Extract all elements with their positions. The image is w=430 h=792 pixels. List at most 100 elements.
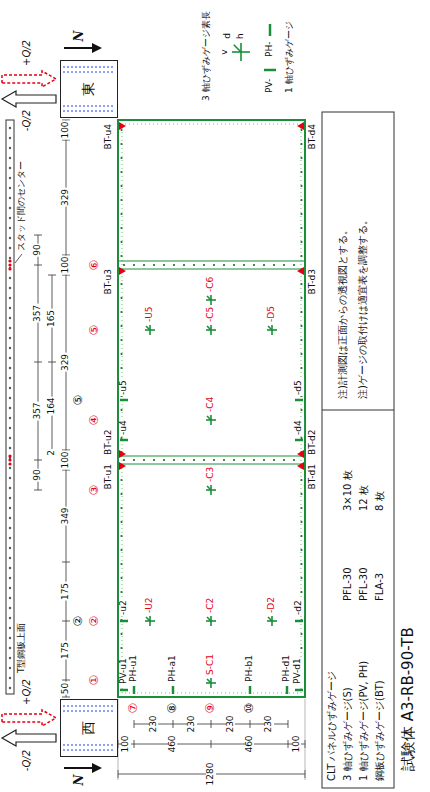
edge-fastener [120,241,122,243]
stud-dot [9,147,11,149]
stud-dot [9,257,11,259]
table-cell: PFL-30 [342,566,353,602]
callout-number: ⑤ [72,394,85,407]
edge-fastener [300,283,302,285]
dimension-value: 230 [226,714,236,733]
joint-fastener [243,264,245,266]
loading-block: 東 [60,60,118,118]
stud-dot [9,227,11,229]
edge-fastener [300,549,302,551]
plate-gauge-mark [297,267,304,275]
axial-arrow-head [92,763,102,773]
dimension-tick [288,720,289,728]
uniaxial-gauge [133,686,136,694]
plate-gauge-mark [119,122,126,130]
edge-fastener [300,367,302,369]
block-label: 西 [81,720,96,736]
edge-fastener [120,535,122,537]
joint-fastener [123,459,125,461]
rosette-gauge [268,617,272,621]
load-label: -Q/2 [21,109,32,132]
rosette-gauge [146,326,150,330]
table-cell: CLT パネルひずみゲージ [326,670,337,782]
joint-fastener [143,264,145,266]
dimension-value: 164 [47,396,57,415]
dimension-value: 357 [33,401,43,420]
stud-dot [9,247,11,249]
clt-panel [118,120,305,697]
table-frame [322,112,394,788]
uniaxial-gauge [295,439,303,442]
edge-fastener [120,367,122,369]
edge-fastener [120,493,122,495]
stud-dot [9,407,11,409]
edge-fastener [120,255,122,257]
axis-letter: h [236,32,246,40]
dimension-tick [250,720,251,728]
joint-fastener [243,459,245,461]
gauge-label: PH-u1 [129,654,139,683]
edge-fastener [120,325,122,327]
dimension-value: 90 [33,243,43,256]
edge-fastener [300,241,302,243]
stud-dot [9,277,11,279]
edge-fastener [300,647,302,649]
dimension-tick [34,362,42,363]
edge-fastener [300,409,302,411]
dimension-value: 1280 [206,762,216,787]
panel-joint [118,261,305,262]
joint-fastener [173,459,175,461]
callout-number: ④ [88,414,101,427]
uniaxial-gauge [120,689,128,692]
stud-dot [9,607,11,609]
dimension-tick [62,470,70,471]
table-cell: 8 枚 [374,490,385,512]
load-label: +Q/2 [21,39,32,67]
dimension-tick [34,265,42,266]
stud-dot [9,467,11,469]
dimension-tick [134,720,135,728]
edge-fastener [120,563,122,565]
dimension-tick [62,140,70,141]
bolt-line [63,67,115,68]
stud-dot [9,547,11,549]
stud-note: スタッド間のセンター [17,160,27,252]
gauge-label: BT-u1 [104,463,114,491]
dimension-tick [134,740,135,748]
edge-fastener [120,171,122,173]
rosette-gauge [207,296,211,300]
stud-center-dot [8,462,11,465]
stud-dot [9,677,11,679]
dimension-value: 357 [33,304,43,323]
edge-fastener [120,353,122,355]
stud-dot [9,337,11,339]
edge-fastener [300,213,302,215]
stud-dot [9,667,11,669]
joint-fastener [233,459,235,461]
stud-dot [9,127,11,129]
table-cell: 12 枚 [358,484,369,512]
stud-dot [9,297,11,299]
edge-fastener [120,185,122,187]
stud-dot [9,437,11,439]
edge-fastener [300,143,302,145]
edge-fastener [120,507,122,509]
stud-dot [9,137,11,139]
load-arrow-down [2,710,56,726]
stud-dot [9,487,11,489]
edge-fastener [300,353,302,355]
gauge-label: -U5 [145,305,155,323]
figure-caption: 試験体 A3-RB-90-TB [400,626,417,772]
edge-fastener [120,227,122,229]
edge-fastener [120,157,122,159]
edge-fastener [120,283,122,285]
edge-fastener [300,297,302,299]
dimension-value: 50 [61,682,71,695]
joint-fastener [193,264,195,266]
gauge-label: BT-u3 [104,268,114,296]
edge-fastener [120,311,122,313]
dimension-value: 90 [33,468,43,481]
joint-fastener [183,459,185,461]
table-cell: FLA-3 [374,572,385,602]
